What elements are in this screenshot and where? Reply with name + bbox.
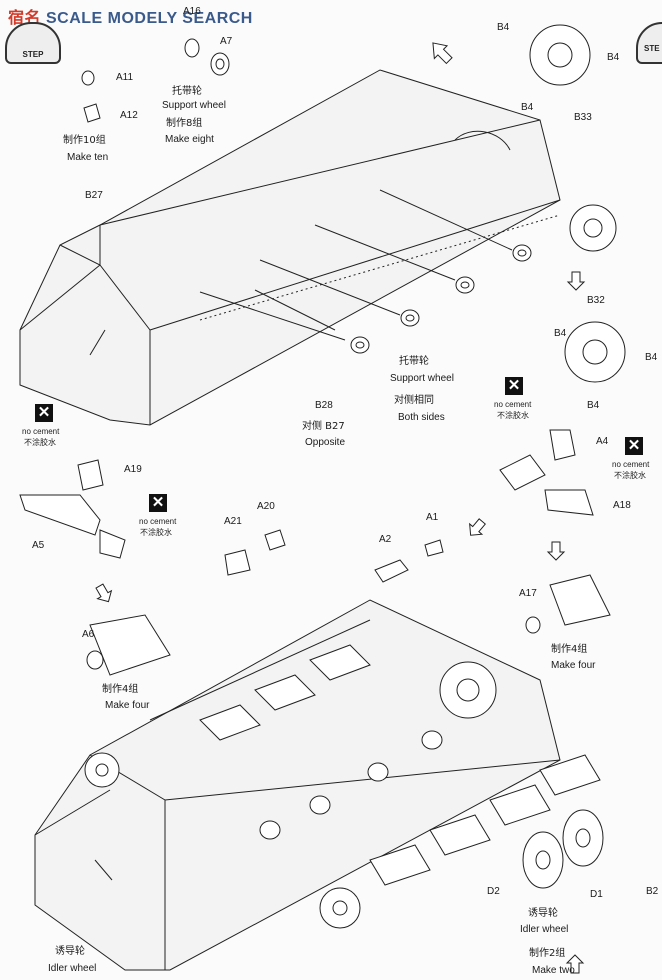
part-label: A20 xyxy=(257,501,275,512)
part-label: B32 xyxy=(587,295,605,306)
part-label: D2 xyxy=(487,886,500,897)
note-cn: 诱导轮 xyxy=(55,946,85,957)
no-cement-icon: ✕ xyxy=(625,437,643,455)
note-cn: 对侧 B27 xyxy=(302,421,345,432)
note-en: Make four xyxy=(105,700,150,711)
part-label: A4 xyxy=(596,436,609,447)
part-label: A7 xyxy=(220,36,233,47)
note-en: Make eight xyxy=(165,134,214,145)
part-label: A21 xyxy=(224,516,242,527)
note-cn: 制作4组 xyxy=(102,684,139,695)
part-label: D1 xyxy=(590,889,603,900)
note-en: Idler wheel xyxy=(520,924,569,935)
no-cement-label: no cement xyxy=(612,460,650,469)
part-label: B4 xyxy=(607,52,620,63)
support-wheel-parts xyxy=(81,38,230,123)
note-cn: 对侧相同 xyxy=(394,395,434,406)
note-en: Support wheel xyxy=(162,100,226,111)
note-en: Idler wheel xyxy=(48,963,97,974)
flow-arrows xyxy=(95,42,586,974)
no-cement-label: no cement xyxy=(494,400,532,409)
part-label: B4 xyxy=(554,328,567,339)
part-label: A11 xyxy=(116,72,134,83)
step-badge-left: STEP xyxy=(5,22,61,64)
suspension-parts xyxy=(19,429,611,676)
no-cement-label: no cement xyxy=(22,427,60,436)
part-label: B33 xyxy=(574,112,592,123)
note-cn: 托带轮 xyxy=(172,86,202,97)
part-label: A2 xyxy=(379,534,392,545)
part-label: A12 xyxy=(120,110,138,121)
note-cn: 制作2组 xyxy=(529,948,566,959)
note-en: Support wheel xyxy=(390,373,454,384)
no-cement-label-cn: 不涂胶水 xyxy=(24,438,56,447)
no-cement-label-cn: 不涂胶水 xyxy=(140,528,172,537)
note-en: Make four xyxy=(551,660,596,671)
idler-wheel-parts xyxy=(522,809,604,889)
part-label: A17 xyxy=(519,588,537,599)
part-label: B4 xyxy=(497,22,510,33)
part-label: B2 xyxy=(646,886,659,897)
no-cement-icon: ✕ xyxy=(505,377,523,395)
note-en: Opposite xyxy=(305,437,346,448)
part-label: B28 xyxy=(315,400,333,411)
part-label: B4 xyxy=(521,102,534,113)
note-cn: 制作8组 xyxy=(166,118,203,129)
note-cn: 托带轮 xyxy=(399,356,429,367)
part-label: A5 xyxy=(32,540,45,551)
no-cement-icon: ✕ xyxy=(149,494,167,512)
upper-hull-drawing xyxy=(19,69,561,426)
part-label: A18 xyxy=(613,500,631,511)
part-label: B27 xyxy=(85,190,103,201)
note-en: Make two xyxy=(532,965,575,976)
support-wheels-upper xyxy=(199,189,532,354)
part-label: A6 xyxy=(82,629,95,640)
no-cement-icon: ✕ xyxy=(35,404,53,422)
note-en: Make ten xyxy=(67,152,109,163)
sprocket-parts xyxy=(529,24,626,383)
part-label: A19 xyxy=(124,464,142,475)
note-cn: 诱导轮 xyxy=(528,908,558,919)
part-label: B4 xyxy=(645,352,658,363)
no-cement-label: no cement xyxy=(139,517,177,526)
lower-hull-drawing xyxy=(34,599,601,971)
part-label: A16 xyxy=(183,6,201,17)
no-cement-label-cn: 不涂胶水 xyxy=(497,411,529,420)
note-cn: 制作10组 xyxy=(63,135,106,146)
note-en: Both sides xyxy=(398,412,445,423)
part-label: B4 xyxy=(587,400,600,411)
note-cn: 制作4组 xyxy=(551,644,588,655)
part-label: A1 xyxy=(426,512,439,523)
no-cement-label-cn: 不涂胶水 xyxy=(614,471,646,480)
